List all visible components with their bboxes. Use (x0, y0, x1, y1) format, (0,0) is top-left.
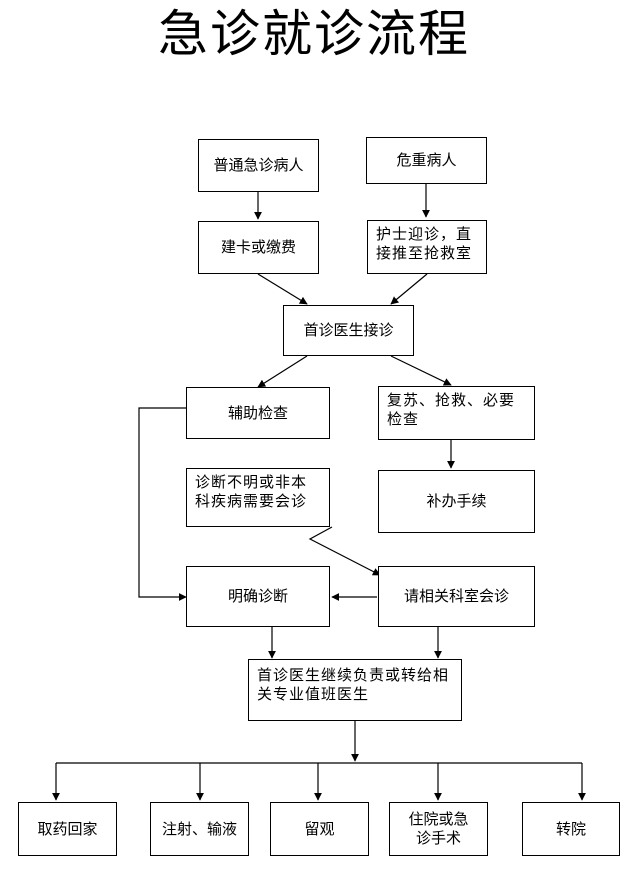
clear-diagnosis-box: 明确诊断 (186, 566, 330, 627)
outcome-observation-label: 留观 (304, 819, 335, 838)
arrow-register-to-doctor (257, 273, 308, 305)
outcome-transfer-box: 转院 (522, 802, 620, 856)
aux-exam-box: 辅助检查 (186, 387, 330, 439)
unclear-diagnosis-label: 诊断不明或非本科疾病需要会诊 (195, 473, 308, 510)
arrow-aux-to-clear (138, 407, 188, 601)
unclear-diagnosis-box: 诊断不明或非本科疾病需要会诊 (186, 468, 330, 527)
resuscitation-box: 复苏、抢救、必要检查 (378, 386, 535, 440)
arrow-doctor-to-aux (257, 355, 308, 388)
consultation-box: 请相关科室会诊 (378, 566, 535, 627)
page-title: 急诊就诊流程 (158, 5, 470, 63)
outcome-hospitalize-box: 住院或急诊手术 (389, 802, 488, 856)
outcome-injection-box: 注射、输液 (150, 802, 249, 856)
register-pay-label: 建卡或缴费 (220, 238, 296, 256)
outcome-take-medicine-label: 取药回家 (37, 819, 98, 838)
first-doctor-label: 首诊医生接诊 (303, 321, 394, 339)
arrow-unclear-to-consult (308, 526, 381, 576)
outcome-take-medicine-box: 取药回家 (18, 802, 117, 856)
ordinary-patient-box: 普通急诊病人 (198, 139, 319, 192)
outcome-injection-label: 注射、输液 (161, 819, 237, 838)
outcome-observation-box: 留观 (270, 802, 369, 856)
resuscitation-label: 复苏、抢救、必要检查 (387, 391, 516, 428)
arrow-doctor-to-resus (390, 355, 452, 386)
critical-patient-box: 危重病人 (366, 137, 487, 184)
nurse-receive-label: 护士迎诊，直接推至抢救室 (376, 225, 473, 262)
clear-diagnosis-label: 明确诊断 (227, 587, 288, 605)
continue-responsible-label: 首诊医生继续负责或转给相关专业值班医生 (257, 666, 450, 703)
continue-responsible-box: 首诊医生继续负责或转给相关专业值班医生 (248, 659, 462, 721)
aux-exam-label: 辅助检查 (227, 403, 288, 422)
supplement-procedures-box: 补办手续 (378, 470, 535, 533)
consultation-label: 请相关科室会诊 (403, 587, 509, 605)
ordinary-patient-label: 普通急诊病人 (213, 156, 304, 174)
register-pay-box: 建卡或缴费 (198, 221, 319, 274)
arrow-nurse-to-doctor (390, 273, 428, 305)
critical-patient-label: 危重病人 (396, 151, 457, 169)
first-doctor-box: 首诊医生接诊 (283, 305, 414, 356)
outcome-hospitalize-label: 住院或急诊手术 (408, 810, 469, 847)
outcome-transfer-label: 转院 (555, 819, 586, 838)
nurse-receive-box: 护士迎诊，直接推至抢救室 (367, 220, 487, 274)
supplement-procedures-label: 补办手续 (426, 492, 487, 510)
